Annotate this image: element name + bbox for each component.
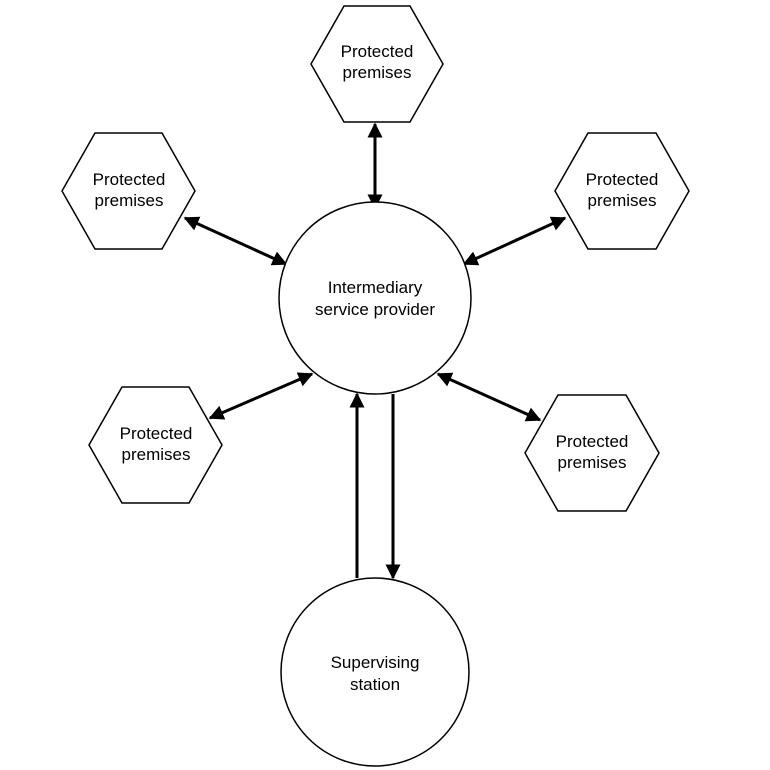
premises-upper-left-line2: premises xyxy=(95,191,164,210)
premises-upper-right-line1: Protected xyxy=(586,170,659,189)
premises-upper-left: Protected premises xyxy=(61,132,196,250)
premises-lower-left-line2: premises xyxy=(122,445,191,464)
premises-lower-right: Protected premises xyxy=(524,394,660,512)
arrow-upper-left-premises-hub xyxy=(183,216,288,266)
station-node: Supervising station xyxy=(280,577,470,767)
premises-upper-right-line2: premises xyxy=(588,191,657,210)
connectors xyxy=(183,122,567,580)
premises-lower-left-line1: Protected xyxy=(120,424,193,443)
arrow-upper-right-premises-hub xyxy=(462,216,567,266)
premises-top: Protected premises xyxy=(310,5,444,123)
hub-label-line2: service provider xyxy=(315,300,435,319)
premises-top-line1: Protected xyxy=(341,42,414,61)
hub-node: Intermediary service provider xyxy=(278,201,472,395)
arrow-lower-left-premises-hub xyxy=(208,372,314,420)
premises-upper-left-line1: Protected xyxy=(93,170,166,189)
station-label-line1: Supervising xyxy=(331,653,420,672)
station-label-line2: station xyxy=(350,675,400,694)
premises-upper-right: Protected premises xyxy=(554,132,690,250)
premises-top-line2: premises xyxy=(343,63,412,82)
premises-lower-left: Protected premises xyxy=(88,386,223,504)
hub-label-line1: Intermediary xyxy=(328,278,423,297)
premises-lower-right-line2: premises xyxy=(558,453,627,472)
premises-lower-right-line1: Protected xyxy=(556,432,629,451)
arrow-lower-right-premises-hub xyxy=(436,372,542,422)
